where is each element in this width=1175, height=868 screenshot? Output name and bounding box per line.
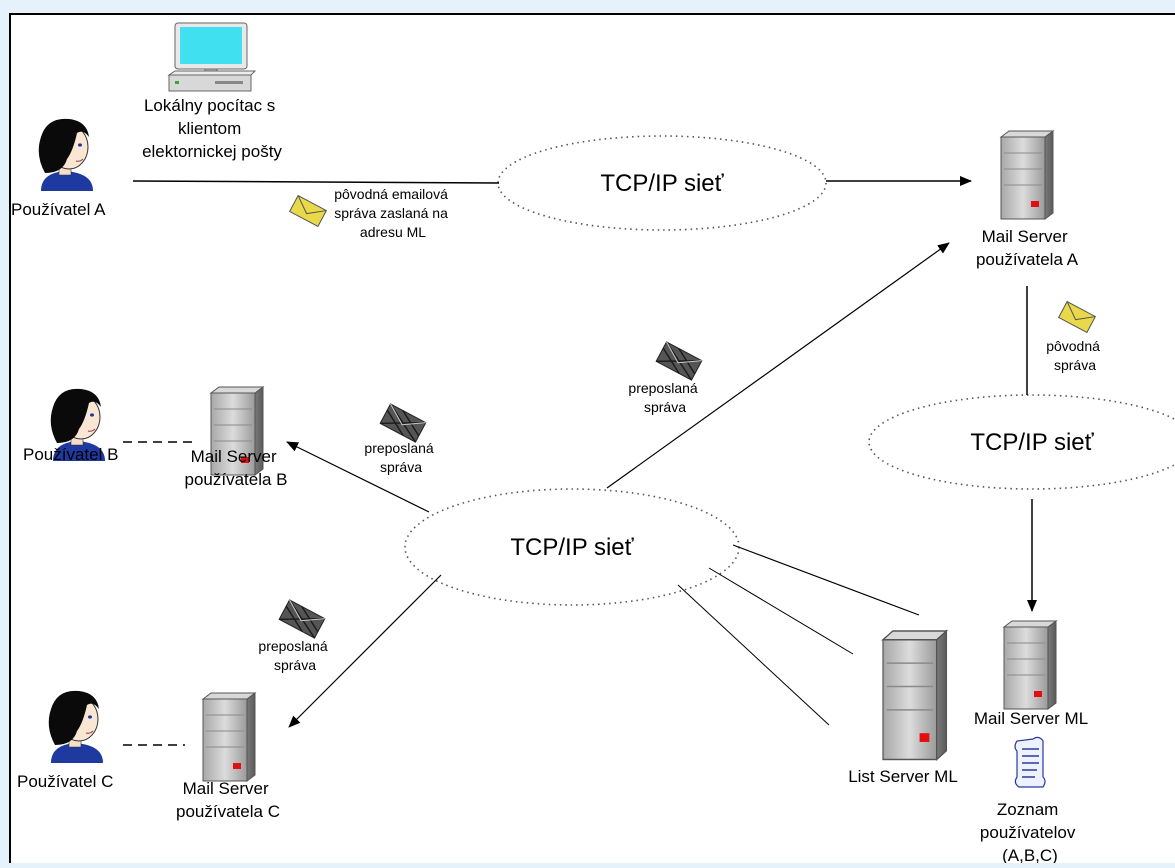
local-computer-label: Lokálny pocítac s klientom elektornickej… [142,96,282,161]
forwarded-message-a-label: preposlaná správa [628,380,701,415]
mail-server-ml-icon [1003,620,1057,710]
local-computer-icon [167,22,257,92]
tcpip-cloud-top [497,135,827,231]
link-center-cloud-to-mail-server-b [286,441,430,513]
mail-server-a-label: Mail Server používatela A [976,227,1079,269]
envelope-original-2-icon [1058,301,1096,333]
link-center-cloud-to-mail-server-c [288,574,442,728]
mail-server-c-icon [202,692,256,782]
envelope-forwarded-c-icon [278,599,326,639]
tcpip-cloud-top-label: TCP/IP sieť [600,170,724,197]
forwarded-message-c-label: preposlaná správa [258,638,331,673]
scroll-document-icon [1014,736,1046,788]
diagram-canvas: TCP/IP sieť TCP/IP sieť TCP/IP sieť Loká… [9,13,1175,865]
mail-server-ml-label: Mail Server ML [974,709,1088,728]
link-center-cloud-to-list-server-1 [708,567,854,655]
mail-server-a-icon [1000,130,1054,220]
user-b-label: Používatel B [23,445,118,464]
user-a-label: Používatel A [11,200,106,219]
user-c-label: Používatel C [17,772,113,791]
mail-server-c-label: Mail Server používatela C [176,779,280,821]
envelope-original-icon [289,195,327,227]
link-center-cloud-to-list-server-2 [677,584,830,726]
link-user-a-to-cloud [132,180,500,184]
tcpip-cloud-center-label: TCP/IP sieť [510,534,634,561]
user-c-avatar [48,690,104,764]
link-center-cloud-to-mail-server-ml [732,544,920,616]
envelope-forwarded-a-icon [655,341,703,381]
link-center-cloud-to-mail-server-a [606,242,950,489]
mailing-list-diagram: TCP/IP sieť TCP/IP sieť TCP/IP sieť Loká… [11,22,1175,865]
envelope-forwarded-b-icon [379,403,427,443]
subscriber-list-label: Zoznam používatelov (A,B,C) [980,800,1080,863]
list-server-ml-label: List Server ML [848,767,958,786]
original-message-label: pôvodná emailová správa zaslaná na adres… [334,186,452,240]
user-a-avatar [38,118,94,192]
tcpip-cloud-right-label: TCP/IP sieť [970,429,1094,456]
original-message-2-label: pôvodná správa [1046,338,1104,373]
list-server-ml-icon [882,630,948,761]
mail-server-b-label: Mail Server používatela B [184,447,287,489]
forwarded-message-b-label: preposlaná správa [364,440,437,475]
